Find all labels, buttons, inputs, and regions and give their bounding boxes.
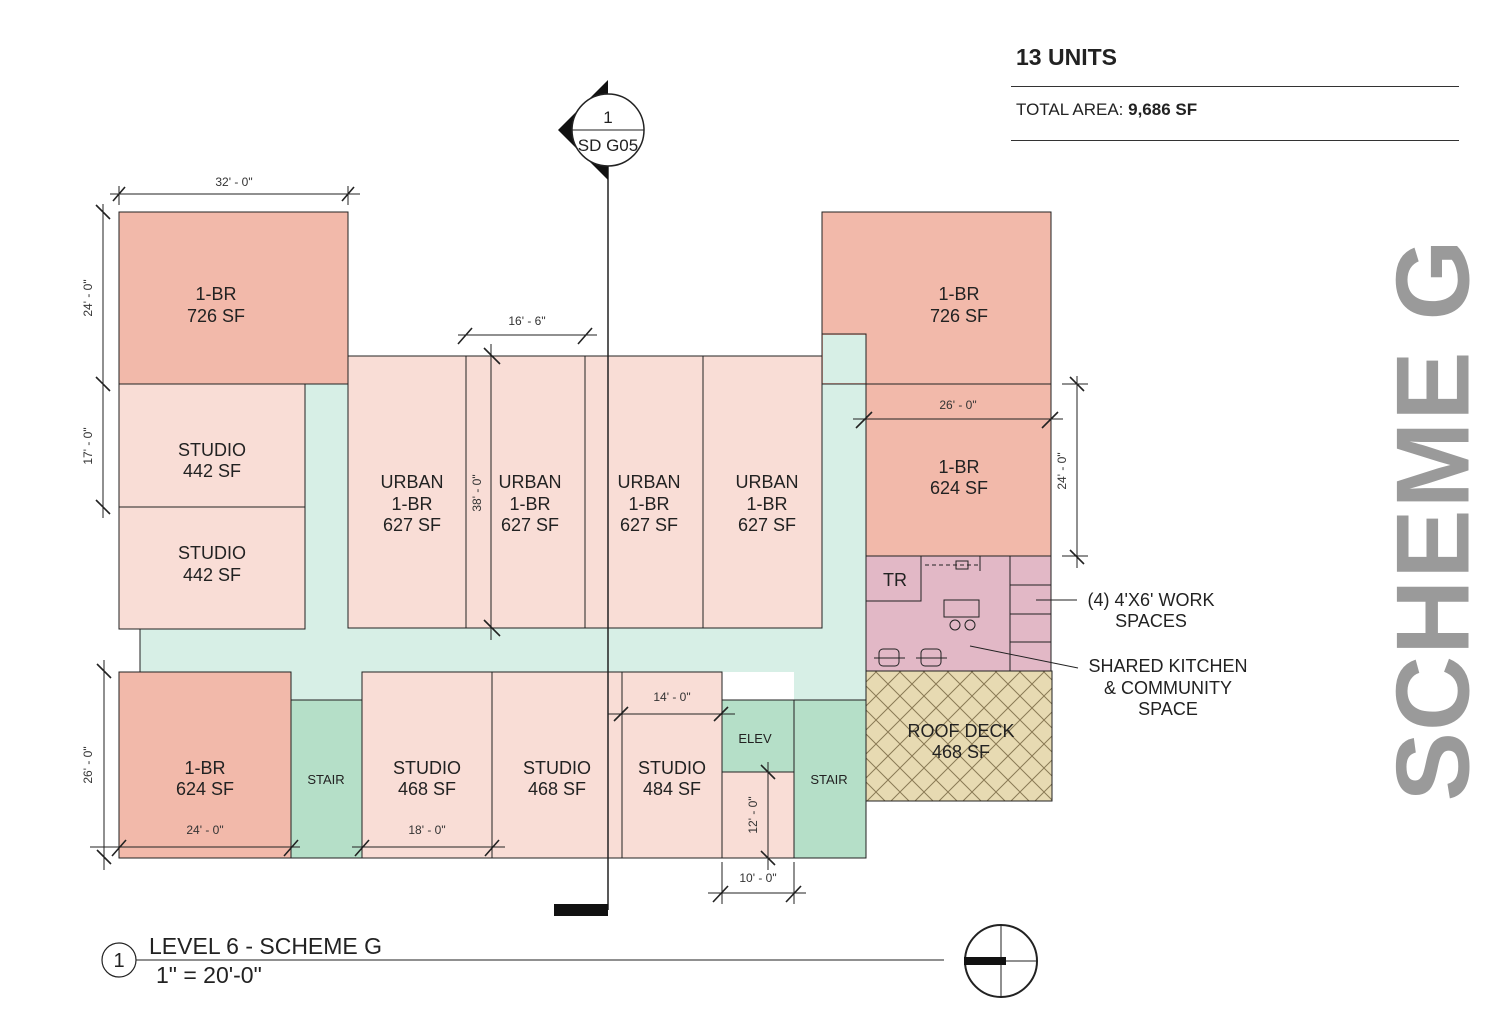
total-area-value: 9,686 SF xyxy=(1128,100,1198,119)
unit-ne-1br: 1-BR 726 SF xyxy=(821,211,1052,385)
work-spaces-line2: SPACES xyxy=(1115,611,1187,631)
unit-studio-s2: STUDIO 468 SF xyxy=(491,671,623,859)
view-title-text: LEVEL 6 - SCHEME G xyxy=(149,933,383,959)
header-divider-bottom xyxy=(1011,140,1459,141)
dim-32: 32' - 0" xyxy=(215,175,252,189)
unit-type-label: STUDIO xyxy=(178,543,246,563)
dim-14: 14' - 0" xyxy=(653,690,690,704)
unit-area-label: 624 SF xyxy=(930,478,988,498)
stair-east: STAIR xyxy=(793,699,867,859)
unit-type-label: 1-BR xyxy=(746,494,787,514)
unit-sw-1br: 1-BR 624 SF xyxy=(118,671,292,859)
kitchen-line2: & COMMUNITY xyxy=(1104,678,1232,698)
unit-type-label: STUDIO xyxy=(393,758,461,778)
elevator-label: ELEV xyxy=(738,731,772,746)
dim-10: 10' - 0" xyxy=(739,871,776,885)
unit-nw-1br: 1-BR 726 SF xyxy=(118,211,349,385)
stair-label: STAIR xyxy=(307,772,344,787)
unit-studio-s3: STUDIO 484 SF xyxy=(621,671,795,859)
unit-urban-3: URBAN 1-BR 627 SF xyxy=(584,355,704,629)
dim-16-6: 16' - 6" xyxy=(508,314,545,328)
dim-38: 38' - 0" xyxy=(470,474,484,511)
roof-deck-area: 468 SF xyxy=(932,742,990,762)
unit-area-label: 627 SF xyxy=(620,515,678,535)
roof-deck-label: ROOF DECK xyxy=(907,721,1014,741)
work-spaces-line1: (4) 4'X6' WORK xyxy=(1088,590,1215,610)
unit-studio-w1: STUDIO 442 SF xyxy=(118,383,306,508)
dim-26-e: 26' - 0" xyxy=(939,398,976,412)
kitchen-island xyxy=(943,599,980,618)
unit-type-label: 1-BR xyxy=(391,494,432,514)
unit-name-label: URBAN xyxy=(498,472,561,492)
section-cut: 1 SD G05 xyxy=(554,80,645,916)
dim-18: 18' - 0" xyxy=(408,823,445,837)
section-sheet: SD G05 xyxy=(578,136,638,155)
elevator: ELEV xyxy=(721,699,795,773)
unit-type-label: 1-BR xyxy=(509,494,550,514)
unit-area-label: 627 SF xyxy=(501,515,559,535)
unit-area-label: 468 SF xyxy=(398,779,456,799)
unit-area-label: 726 SF xyxy=(930,306,988,326)
unit-area-label: 442 SF xyxy=(183,461,241,481)
unit-count: 13 UNITS xyxy=(1016,44,1117,70)
unit-area-label: 624 SF xyxy=(176,779,234,799)
unit-type-label: 1-BR xyxy=(195,284,236,304)
stair-west: STAIR xyxy=(290,699,363,859)
community-space: TR xyxy=(865,555,1052,672)
dim-12: 12' - 0" xyxy=(746,796,760,833)
total-area: TOTAL AREA: 9,686 SF xyxy=(1016,100,1197,120)
total-area-label: TOTAL AREA: xyxy=(1016,100,1124,119)
dim-24-sw: 24' - 0" xyxy=(186,823,223,837)
stair-label: STAIR xyxy=(810,772,847,787)
roof-deck: ROOF DECK 468 SF xyxy=(865,670,1053,802)
unit-name-label: URBAN xyxy=(380,472,443,492)
unit-type-label: STUDIO xyxy=(178,440,246,460)
view-scale-text: 1" = 20'-0" xyxy=(156,962,262,988)
unit-name-label: URBAN xyxy=(617,472,680,492)
dim-26-sw: 26' - 0" xyxy=(81,746,95,783)
trash-room xyxy=(865,555,922,602)
unit-area-label: 468 SF xyxy=(528,779,586,799)
unit-area-label: 726 SF xyxy=(187,306,245,326)
unit-area-label: 627 SF xyxy=(738,515,796,535)
unit-type-label: 1-BR xyxy=(184,758,225,778)
unit-area-label: 484 SF xyxy=(643,779,701,799)
unit-area-label: 627 SF xyxy=(383,515,441,535)
section-number: 1 xyxy=(603,108,612,127)
unit-e-1br: 1-BR 624 SF xyxy=(865,383,1052,557)
trash-room-label: TR xyxy=(883,570,907,590)
annotation-work-spaces: (4) 4'X6' WORK SPACES xyxy=(1036,590,1214,631)
view-title: 1 xyxy=(101,942,944,978)
unit-urban-1: URBAN 1-BR 627 SF xyxy=(347,355,467,629)
unit-area-label: 442 SF xyxy=(183,565,241,585)
kitchen-line3: SPACE xyxy=(1138,699,1198,719)
dim-17: 17' - 0" xyxy=(81,427,95,464)
dim-24-left: 24' - 0" xyxy=(81,279,95,316)
annotation-kitchen: SHARED KITCHEN & COMMUNITY SPACE xyxy=(969,645,1248,719)
dim-24-e: 24' - 0" xyxy=(1055,452,1069,489)
unit-name-label: URBAN xyxy=(735,472,798,492)
unit-type-label: STUDIO xyxy=(638,758,706,778)
unit-studio-w2: STUDIO 442 SF xyxy=(118,506,306,630)
north-arrow-icon xyxy=(964,924,1038,998)
unit-type-label: STUDIO xyxy=(523,758,591,778)
unit-type-label: 1-BR xyxy=(938,457,979,477)
view-number: 1 xyxy=(113,950,124,972)
dimension-lines: 32' - 0" 24' - 0" 17' - 0" 16' - 6" 38' … xyxy=(81,175,1088,904)
unit-type-label: 1-BR xyxy=(628,494,669,514)
kitchen-line1: SHARED KITCHEN xyxy=(1088,656,1247,676)
unit-urban-4: URBAN 1-BR 627 SF xyxy=(702,355,823,629)
unit-urban-2: URBAN 1-BR 627 SF xyxy=(465,355,586,629)
unit-type-label: 1-BR xyxy=(938,284,979,304)
unit-studio-s1: STUDIO 468 SF xyxy=(361,671,493,859)
header-divider xyxy=(1011,86,1459,87)
